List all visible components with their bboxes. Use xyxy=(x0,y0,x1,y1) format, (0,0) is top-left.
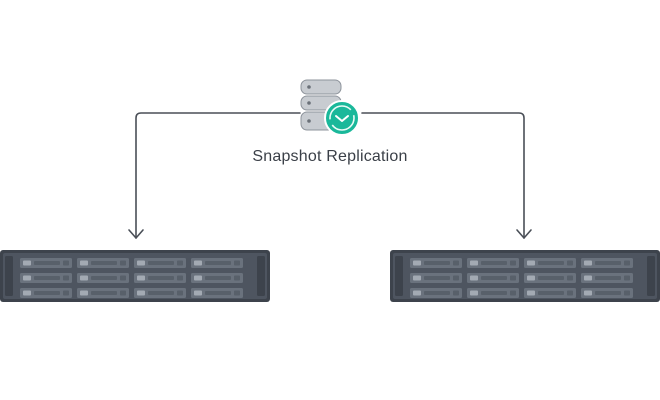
snapshot-replication-label: Snapshot Replication xyxy=(252,148,408,165)
database-sync-icon xyxy=(300,79,360,136)
connector-left xyxy=(135,112,301,239)
arrowhead-right xyxy=(516,229,532,239)
arrowhead-left xyxy=(128,229,144,239)
sync-badge-icon xyxy=(324,100,360,136)
connector-right xyxy=(361,112,525,239)
rack-server-left xyxy=(0,250,270,302)
rack-server-right xyxy=(390,250,660,302)
connector-lines xyxy=(128,112,532,239)
